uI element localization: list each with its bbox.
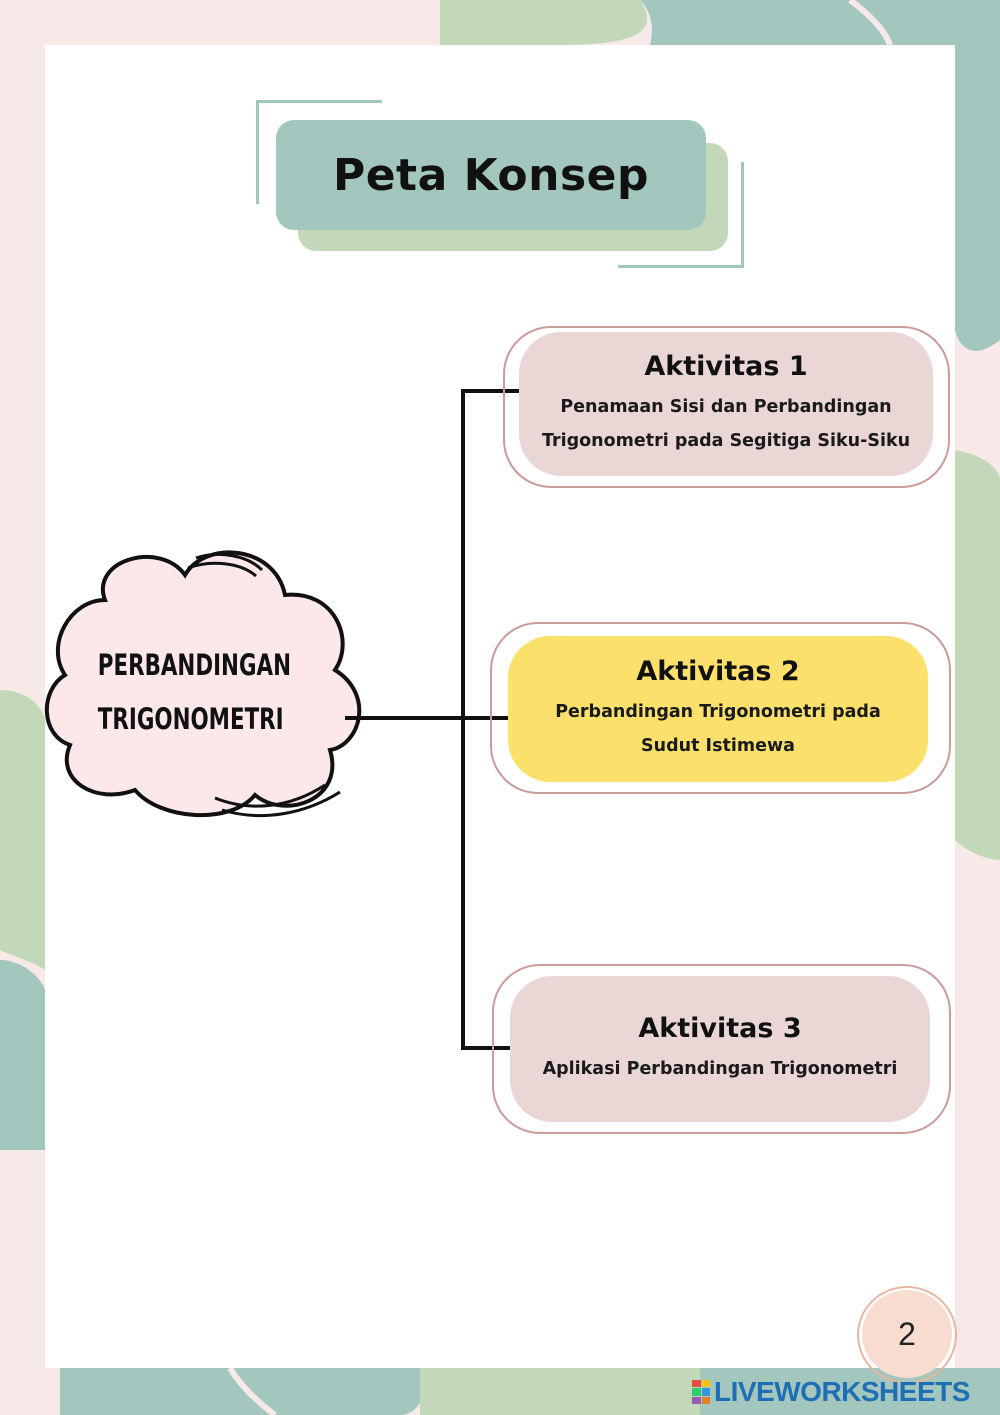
central-concept-line1: PERBANDINGAN bbox=[97, 648, 291, 682]
activity-1-card: Aktivitas 1 Penamaan Sisi dan Perbanding… bbox=[519, 332, 933, 476]
liveworksheets-watermark: LIVEWORKSHEETS bbox=[692, 1376, 970, 1408]
title-block: Peta Konsep bbox=[276, 120, 706, 230]
page-title: Peta Konsep bbox=[332, 149, 650, 201]
page-number-ring bbox=[857, 1286, 957, 1384]
central-concept-label: PERBANDINGAN TRIGONOMETRI bbox=[97, 638, 291, 746]
activity-2-card: Aktivitas 2 Perbandingan Trigonometri pa… bbox=[508, 636, 928, 782]
activity-3-outline bbox=[492, 964, 951, 1134]
activity-1-description: Penamaan Sisi dan Perbandingan Trigonome… bbox=[541, 396, 911, 451]
title-frame-bottom bbox=[618, 265, 744, 268]
activity-2-outline bbox=[490, 622, 951, 794]
central-cloud-shape bbox=[44, 550, 362, 818]
activity-3-heading: Aktivitas 3 bbox=[638, 1012, 802, 1044]
activity-2-description: Perbandingan Trigonometri pada Sudut Ist… bbox=[555, 701, 881, 756]
title-frame-right bbox=[741, 162, 744, 268]
central-concept-line2: TRIGONOMETRI bbox=[97, 702, 284, 736]
title-frame-top bbox=[256, 100, 382, 103]
watermark-text: LIVEWORKSHEETS bbox=[714, 1376, 970, 1407]
activity-3-description: Aplikasi Perbandingan Trigonometri bbox=[542, 1058, 898, 1079]
page-number: 2 bbox=[862, 1290, 952, 1378]
liveworksheets-logo-icon bbox=[692, 1380, 710, 1404]
activity-3-card: Aktivitas 3 Aplikasi Perbandingan Trigon… bbox=[510, 976, 930, 1122]
activity-2-heading: Aktivitas 2 bbox=[636, 655, 800, 687]
activity-1-heading: Aktivitas 1 bbox=[644, 350, 808, 382]
activity-1-outline bbox=[503, 326, 950, 488]
title-frame-left bbox=[256, 100, 259, 204]
